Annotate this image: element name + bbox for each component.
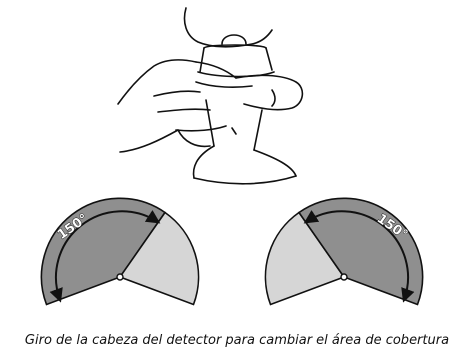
coverage-diagram-left: 150° (40, 197, 200, 306)
pivot-point (116, 273, 124, 281)
coverage-diagram-right: 150° (264, 197, 424, 306)
curved-arrow-icon (303, 210, 415, 303)
hand-rotating-detector-icon (117, 7, 304, 185)
curved-arrow-icon (49, 210, 161, 303)
pivot-point (340, 273, 348, 281)
caption: Giro de la cabeza del detector para camb… (24, 333, 450, 348)
